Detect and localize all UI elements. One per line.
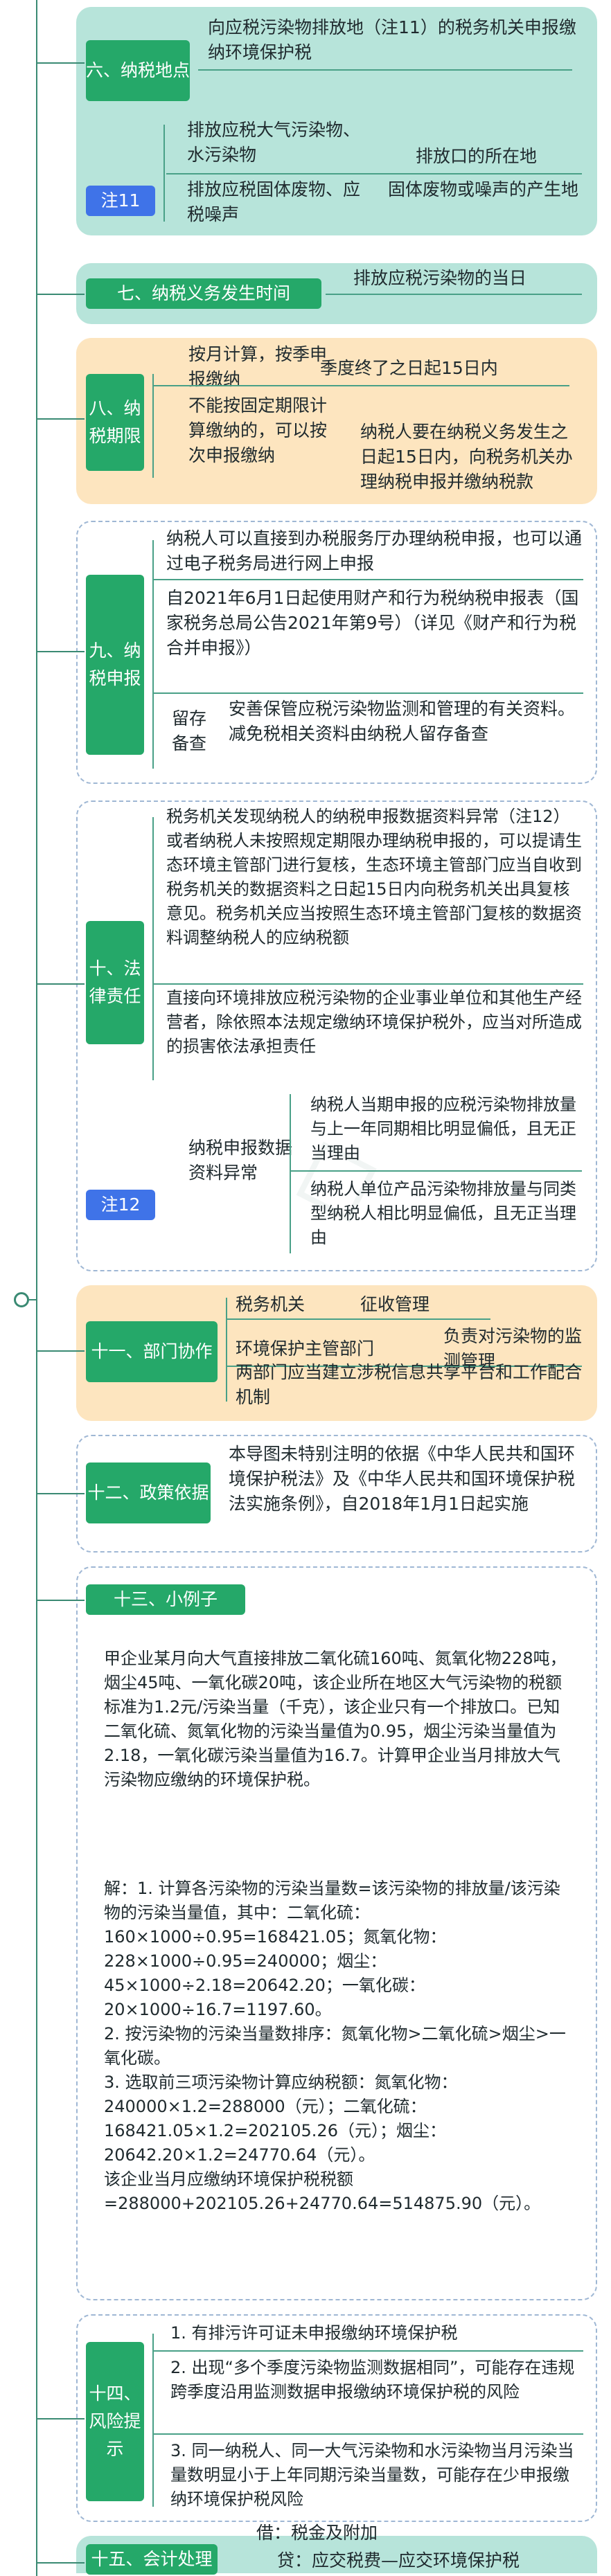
note-12-chip[interactable]: 注12: [86, 1190, 155, 1220]
divider: [154, 2433, 583, 2435]
root-node[interactable]: [14, 1292, 29, 1307]
sec11-row1-left: 税务机关: [236, 1294, 306, 1314]
sec8-row1-right: 季度终了之日起15日内: [320, 358, 498, 378]
trunk-connector: [29, 1299, 37, 1300]
branch-13: [36, 1600, 85, 1601]
connector: [152, 540, 154, 769]
section-14-panel: [76, 2314, 597, 2522]
section-7-title[interactable]: 七、纳税义务发生时间: [86, 278, 321, 309]
connector: [290, 1094, 291, 1253]
section-7-text: 排放应税污染物的当日: [353, 268, 527, 288]
sec10-note-item-2: 纳税人单位产品污染物排放量与同类型纳税人相比明显偏低，且无正当理由: [310, 1179, 576, 1247]
section-12-title[interactable]: 十二、政策依据: [86, 1463, 211, 1523]
sec11-row2-right: 负责对污染物的监测管理: [443, 1326, 583, 1371]
sec11-row3: 两部门应当建立涉税信息共享平台和工作配合机制: [236, 1362, 583, 1407]
branch-9: [36, 651, 85, 652]
sec6-row1-left: 排放应税大气污染物、水污染物: [187, 120, 361, 165]
section-10-title[interactable]: 十、法律责任: [86, 921, 144, 1044]
section-13-panel: [76, 1566, 597, 2300]
branch-14: [36, 2418, 85, 2420]
sec15-debit: 借：税金及附加: [256, 2523, 378, 2543]
section-14-title[interactable]: 十四、风险提示: [86, 2342, 144, 2501]
mindmap-trunk: [36, 0, 37, 2576]
divider: [166, 173, 582, 175]
sec14-item-3: 3. 同一纳税人、同一大气污染物和水污染物当月污染当量数明显小于上年同期污染当量…: [170, 2441, 574, 2509]
connector: [152, 374, 154, 478]
connector: [152, 817, 154, 1080]
sec9-keep-label: 留存备查: [172, 708, 207, 753]
connector: [152, 2334, 154, 2507]
sec15-credit: 贷：应交税费—应交环境保护税: [277, 2550, 520, 2570]
divider: [154, 2350, 583, 2352]
divider: [198, 69, 572, 71]
section-15-title[interactable]: 十五、会计处理: [86, 2544, 218, 2575]
divider: [154, 983, 583, 985]
sec10-note-label: 纳税申报数据资料异常: [188, 1138, 293, 1183]
connector: [163, 125, 165, 222]
sec6-row1-right: 排放口的所在地: [416, 146, 538, 166]
branch-12: [36, 1493, 85, 1494]
divider: [326, 294, 582, 295]
sec13-problem: 甲企业某月向大气直接排放二氧化硫160吨、氮氧化物228吨，烟尘45吨、一氧化碳…: [104, 1649, 567, 1789]
sec11-row2-left: 环境保护主管部门: [236, 1339, 375, 1359]
section-9-panel: [76, 521, 597, 784]
divider: [227, 1318, 490, 1320]
sec8-row2-left: 不能按固定期限计算缴纳的，可以按次申报缴纳: [188, 395, 328, 465]
sec9-keep-text: 安善保管应税污染物监测和管理的有关资料。减免税相关资料由纳税人留存备查: [229, 699, 576, 744]
sec6-row2-left: 排放应税固体废物、应税噪声: [187, 179, 361, 224]
sec9-p2: 自2021年6月1日起使用财产和行为税纳税申报表（国家税务总局公告2021年第9…: [166, 588, 579, 658]
sec14-item-2: 2. 出现“多个季度污染物监测数据相同”，可能存在违规跨季度沿用监测数据申报缴纳…: [170, 2358, 575, 2401]
sec10-p2: 直接向环境排放应税污染物的企业事业单位和其他生产经营者，除依照本法规定缴纳环境保…: [166, 988, 582, 1056]
sec8-row2-right: 纳税人要在纳税义务发生之日起15日内，向税务机关办理纳税申报并缴纳税款: [360, 422, 573, 492]
section-11-title[interactable]: 十一、部门协作: [86, 1321, 218, 1382]
divider: [154, 579, 583, 580]
section-10-panel: [76, 800, 597, 1271]
divider: [154, 692, 583, 694]
section-13-title[interactable]: 十三、小例子: [86, 1584, 245, 1615]
sec9-p1: 纳税人可以直接到办税服务厅办理纳税申报，也可以通过电子税务局进行网上申报: [166, 528, 583, 573]
branch-11: [36, 1350, 85, 1352]
section-8-title[interactable]: 八、纳税期限: [86, 374, 144, 471]
section-9-title[interactable]: 九、纳税申报: [86, 575, 144, 755]
divider: [291, 1170, 582, 1172]
sec10-note-item-1: 纳税人当期申报的应税污染物排放量与上一年同期相比明显偏低，且无正当理由: [310, 1095, 576, 1163]
section-12-text: 本导图未特别注明的依据《中华人民共和国环境保护税法》及《中华人民共和国环境保护税…: [229, 1444, 576, 1514]
branch-10: [36, 983, 85, 985]
section-6-text: 向应税污染物排放地（注11）的税务机关申报缴纳环境保护税: [208, 17, 576, 62]
sec11-row1-right: 征收管理: [360, 1294, 430, 1314]
divider: [227, 1366, 582, 1367]
sec13-solution: 解：1. 计算各污染物的污染当量数=该污染物的排放量/该污染物的污染当量值，其中…: [104, 1879, 566, 2213]
sec6-row2-right: 固体废物或噪声的产生地: [388, 179, 579, 199]
connector: [226, 1298, 227, 1402]
branch-15: [36, 2562, 85, 2564]
sec14-item-1: 1. 有排污许可证未申报缴纳环境保护税: [170, 2323, 458, 2343]
sec10-p1: 税务机关发现纳税人的纳税申报数据资料异常（注12）或者纳税人未按照规定期限办理纳…: [166, 807, 582, 947]
section-6-title[interactable]: 六、纳税地点: [86, 40, 190, 101]
note-11-chip[interactable]: 注11: [86, 186, 155, 216]
divider: [154, 385, 569, 386]
branch-8: [36, 418, 85, 420]
branch-7: [36, 294, 85, 295]
branch-6: [36, 62, 85, 64]
section-8-panel: [76, 338, 597, 504]
